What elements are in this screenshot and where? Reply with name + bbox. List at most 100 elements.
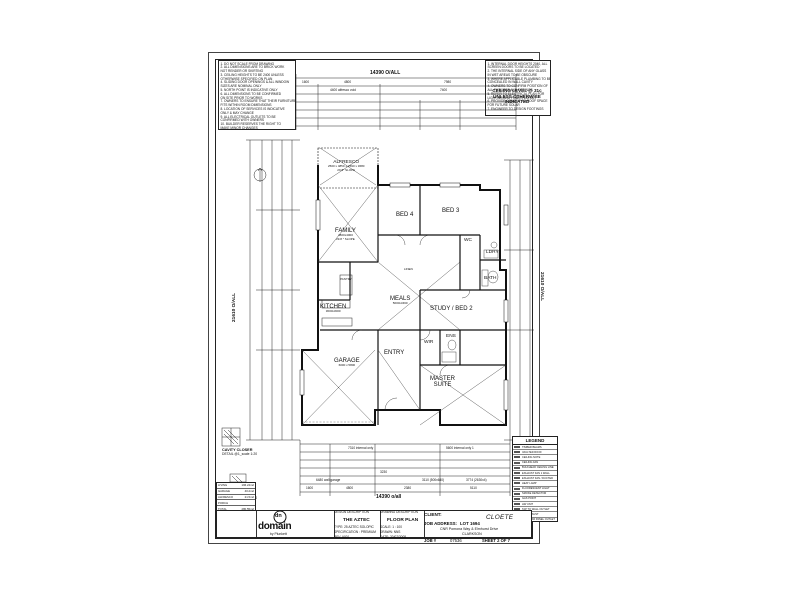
top-dimension-lines: [295, 74, 517, 130]
room-study: STUDY / BED 2: [430, 306, 473, 312]
job-address-street: CNR Pomona Way & Elmhurst Drive: [440, 527, 499, 531]
dimension-bottom-4: 5110: [470, 486, 477, 490]
date-line: DATE: 20/07/2008: [380, 535, 406, 539]
job-address-lot: LOT 1694: [460, 521, 480, 526]
dimension-right-overall: 21610 O/ALL: [539, 272, 544, 302]
notes-left-line: OTHERWISE SPECIFIED ON PLAN: [220, 76, 273, 81]
job-number-label: JOB #: [424, 538, 437, 543]
north-arrow-icon: [253, 167, 267, 182]
notes-left-line: 4. SLIDING DOOR OPENINGS & ALL WINDOW: [220, 80, 290, 85]
legend-item: SMOKE DETECTOR: [513, 492, 557, 497]
notes-right-line: LIGHTING AND POWER LAYOUT: [487, 95, 537, 100]
area-value: 280.55m2: [241, 506, 254, 511]
legend-swatch-icon: [514, 477, 520, 480]
room-wc-name: WC: [464, 238, 472, 243]
notes-right-line: 4. OWNERS TO CONFIRM POSITION OF: [487, 84, 548, 89]
room-wir-name: WIR: [424, 340, 434, 345]
room-pantry: PANTRY: [340, 277, 352, 282]
dimension-bottom-row2-4: 3774 (2630x4): [466, 478, 487, 482]
room-pantry-name: PANTRY: [340, 277, 352, 281]
cavity-closer-1: CAVITY CLOSER DETAIL @1_scale 1:20: [222, 448, 257, 456]
sheet-number: SHEET 2 OF 7: [482, 538, 510, 543]
notes-left-line: 2. ALL DIMENSIONS ARE TO BRICK WORK: [220, 65, 285, 70]
notes-left-line: 5. NORTH POINT IS INDICATIVE ONLY: [220, 88, 278, 93]
notes-left-line: ONLY & MAY CHANGE: [220, 110, 254, 115]
notes-right-line: 1. INTERNAL DOOR HEIGHTS 2040, ALL: [487, 61, 548, 66]
windows: [299, 182, 509, 411]
dimension-bottom-3: 2380: [404, 486, 412, 490]
legend-item: EXHAUST FAN / DUCTED: [513, 476, 557, 482]
legend-item: VAULTED ROOF: [513, 450, 557, 456]
room-master-suite: SUITE: [433, 382, 452, 388]
notes-left-line: CONFIRMED WITH OWNERS: [220, 118, 265, 123]
dimension-bottom-2: 4800: [346, 486, 354, 490]
dimension-top-1: 1600: [302, 80, 310, 84]
notes-right-line: 7. ENGINEER TO DESIGN FOOTINGS: [487, 107, 544, 112]
drawn-line: DRAWN: NNS: [380, 530, 401, 534]
bottom-dimension-lines: [299, 440, 511, 496]
legend-item-label: HP SOLAR PANEL OUTLET: [522, 518, 555, 522]
room-meals-name: MEALS: [390, 296, 411, 302]
room-garage: GARAGE 6000 x 5800: [334, 358, 360, 368]
notes-left-line: 9. ALL ELECTRICAL OUTLETS TO BE: [220, 114, 276, 119]
legend-item-label: EXHAUST FAN 1 WALL: [522, 471, 550, 475]
room-ens: ENS: [446, 334, 456, 339]
room-family-ceiling: 29.8 ° SLOPE: [336, 236, 355, 241]
logo-tagline: by Plunkett: [270, 532, 287, 536]
notes-left-line: SIZES ARE NOMINAL ONLY: [220, 84, 262, 89]
ceiling-note-line-1: CEILING LEVEL @ 31c: [492, 88, 542, 93]
job-address-suburb: CLARKSON: [462, 532, 482, 536]
type-line: TYPE: 25 AZTEC SOLOPIC: [334, 525, 374, 529]
legend-item-label: VAULTED ROOF: [522, 450, 542, 454]
legend-swatch-icon: [514, 492, 520, 495]
dimension-bottom-overall: 14390 o/all: [376, 494, 402, 500]
legend-item-label: HEAT LAMP: [522, 481, 537, 485]
room-alfresco-ceiling: 29.8° SLOPE: [337, 167, 356, 172]
dimension-bottom-row2-2: 3230: [380, 470, 388, 474]
notes-left-line: 1. DO NOT SCALE FROM DRAWING: [220, 61, 275, 66]
legend-item: TIMBER BEAMS: [513, 445, 557, 451]
notes-left-line: 6. ALL DIMENSIONS TO BE CONFIRMED: [220, 91, 282, 96]
legend-swatch-icon: [514, 497, 520, 500]
area-value: 21.5m2: [244, 494, 254, 499]
client-label: CLIENT:: [424, 512, 442, 517]
legend-swatch-icon: [514, 482, 520, 485]
cavity-closer-1-sub: DETAIL @1_scale 1:20: [222, 452, 258, 456]
job-address-label: JOB ADDRESS:: [424, 521, 458, 526]
legend-item-label: FLUORESCENT LIGHT: [522, 487, 550, 491]
drawing-title: FLOOR PLAN: [387, 518, 419, 523]
area-value: 40.2m2: [244, 489, 254, 494]
room-linen: LINEN: [404, 267, 413, 272]
legend-item: HW UNIT: [513, 502, 557, 508]
area-label: TOTAL: [218, 506, 227, 511]
legend-swatch-icon: [514, 456, 520, 459]
area-label: PORCH: [218, 500, 229, 505]
notes-right-line: CONCEALED IN WALL CAVITY: [487, 80, 533, 85]
room-family-size: 4800x4000: [338, 233, 353, 237]
legend-swatch-icon: [514, 487, 520, 490]
notes-left-line: 3. CEILING HEIGHTS TO BE 2400 UNLESS: [220, 72, 284, 77]
area-label: ALFRESCO: [218, 494, 234, 499]
dimension-bottom-1: 1600: [306, 486, 314, 490]
dimension-top-row2-1: 4400 alfresco void: [330, 88, 356, 92]
legend-swatch-icon: [514, 461, 520, 464]
room-meals: MEALS 5600x3460: [390, 296, 410, 306]
notes-left-line: 10. BUILDER RESERVES THE RIGHT TO: [220, 122, 281, 127]
notes-left-line: MAKE MINOR CHANGES: [220, 126, 258, 130]
dimension-top-overall: 14390 O/ALL: [370, 70, 401, 76]
room-master-name: MASTER: [430, 376, 456, 382]
logo-name: domain: [258, 521, 292, 532]
ceiling-note-line-3: INDICATED: [504, 99, 530, 104]
area-value: 196.24m2: [241, 483, 254, 488]
notes-right-line: FOR FUTURE SOLAR: [487, 103, 520, 108]
title-block-design-cell: [335, 511, 381, 537]
legend-swatch-icon: [514, 446, 520, 449]
notes-right-line: 3. WHERE APPLICABLE PLUMBING TO BE: [487, 76, 551, 81]
notes-left-line: FITS WITHIN ROOM DIMENSIONS: [220, 103, 272, 108]
room-kitchen-size: 3600x3000: [325, 309, 341, 313]
legend-title: LEGEND: [513, 437, 557, 445]
notes-left-line: ON SITE PRIOR TO WORKS: [220, 95, 263, 100]
design-description-label: DESIGN DESCRIPTION: [334, 510, 369, 514]
